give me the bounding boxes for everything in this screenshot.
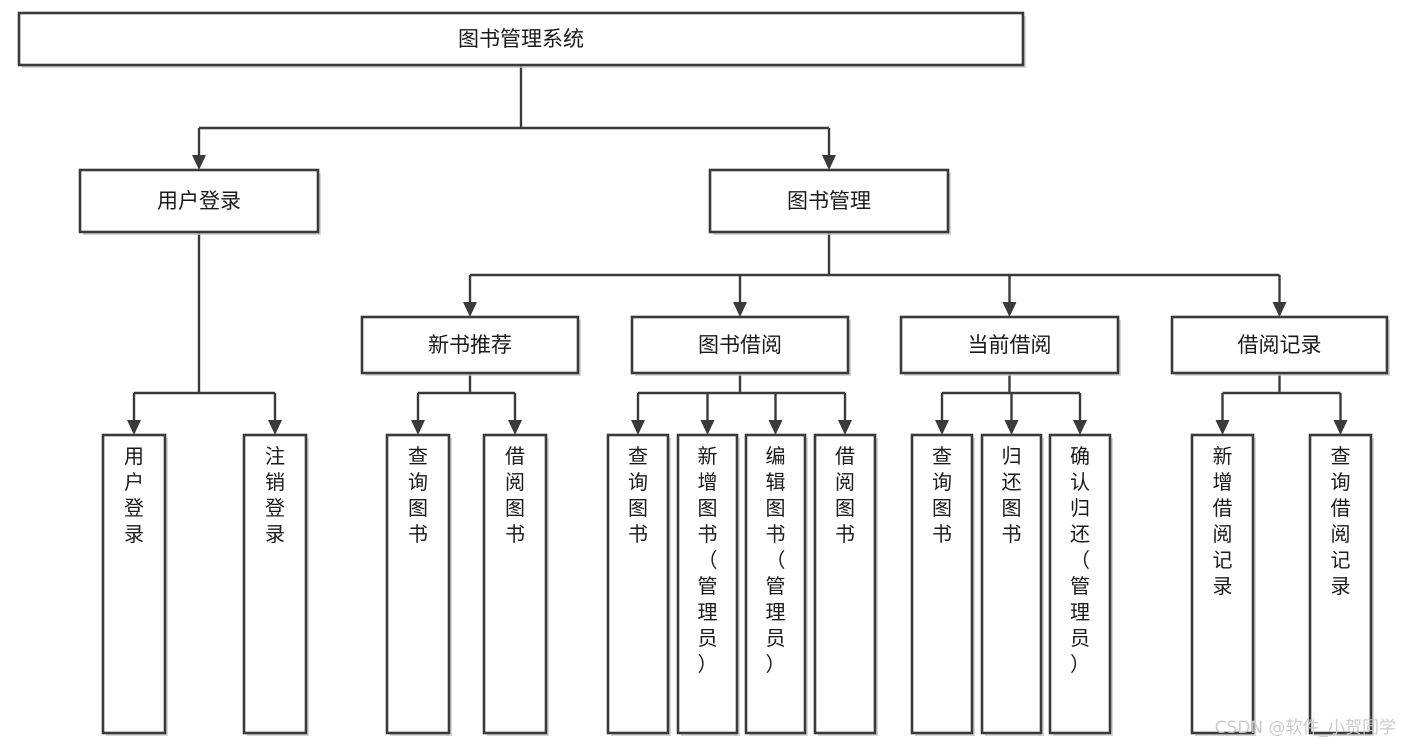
node-user-login[interactable]: 用户登录	[78, 168, 321, 235]
arrow-head-icon	[1215, 420, 1230, 435]
arrow-head-icon	[192, 155, 206, 170]
node-new-book-recommend[interactable]: 新书推荐	[360, 315, 581, 376]
node-label: 图书借阅	[698, 333, 782, 357]
node-label: 借阅图书	[505, 444, 525, 546]
node-label: 查询借阅记录	[1331, 444, 1351, 598]
node-leaf-edit-book-admin[interactable]: 编辑图书（管理员）	[744, 433, 808, 736]
arrow-head-icon	[411, 420, 425, 435]
node-box[interactable]	[242, 433, 308, 735]
arrow-head-icon	[268, 420, 282, 435]
node-label: 用户登录	[157, 189, 241, 213]
arrow-head-icon	[1002, 302, 1017, 317]
arrow-head-icon	[700, 420, 715, 435]
node-box[interactable]	[1308, 433, 1373, 735]
node-box[interactable]	[744, 433, 807, 735]
node-label: 归还图书	[1002, 444, 1022, 546]
connector-group-new-book-recommend	[411, 373, 522, 435]
connector-group-book-management	[463, 232, 1287, 317]
node-current-borrow[interactable]: 当前借阅	[899, 315, 1121, 376]
node-box[interactable]	[360, 315, 580, 375]
node-label: 当前借阅	[968, 333, 1052, 357]
node-book-borrow[interactable]: 图书借阅	[630, 315, 851, 376]
arrow-head-icon	[822, 155, 836, 170]
node-box[interactable]	[910, 433, 974, 735]
node-box[interactable]	[482, 433, 548, 735]
arrow-head-icon	[838, 420, 852, 435]
arrow-head-icon	[508, 420, 522, 435]
node-label: 编辑图书（管理员）	[766, 444, 786, 676]
node-box[interactable]	[385, 433, 451, 735]
node-root[interactable]: 图书管理系统	[17, 11, 1026, 68]
node-leaf-add-borrow-record[interactable]: 新增借阅记录	[1190, 433, 1256, 736]
connector-layer	[127, 65, 1348, 435]
connector-group-user-login	[127, 232, 282, 435]
arrow-head-icon	[631, 420, 645, 435]
node-box[interactable]	[813, 433, 877, 735]
node-label: 借阅图书	[835, 444, 855, 546]
arrow-head-icon	[463, 302, 477, 317]
node-leaf-return-book[interactable]: 归还图书	[980, 433, 1044, 736]
node-box[interactable]	[980, 433, 1043, 735]
node-box[interactable]	[1170, 315, 1389, 375]
arrow-head-icon	[1272, 302, 1287, 317]
node-label: 查询图书	[932, 444, 952, 546]
node-box[interactable]	[606, 433, 670, 735]
arrow-head-icon	[768, 420, 783, 435]
node-label: 查询图书	[628, 444, 648, 546]
connector-group-current-borrow	[935, 373, 1087, 435]
node-box[interactable]	[708, 168, 950, 234]
node-label: 确认归还（管理员）	[1070, 444, 1090, 676]
node-leaf-borrow-book-recommend[interactable]: 借阅图书	[482, 433, 549, 736]
node-box[interactable]	[1190, 433, 1255, 735]
node-box[interactable]	[78, 168, 320, 234]
node-box[interactable]	[1048, 433, 1112, 735]
node-label: 查询图书	[408, 444, 428, 546]
node-book-management[interactable]: 图书管理	[708, 168, 951, 235]
arrow-head-icon	[127, 420, 141, 435]
node-leaf-query-book-borrow[interactable]: 查询图书	[606, 433, 671, 736]
node-label: 新书推荐	[428, 333, 512, 357]
node-label: 图书管理系统	[458, 27, 584, 51]
node-borrow-record[interactable]: 借阅记录	[1170, 315, 1390, 376]
node-box[interactable]	[630, 315, 850, 375]
node-leaf-confirm-return-admin[interactable]: 确认归还（管理员）	[1048, 433, 1113, 736]
node-leaf-borrow-book[interactable]: 借阅图书	[813, 433, 878, 736]
node-layer: 图书管理系统用户登录图书管理新书推荐图书借阅当前借阅借阅记录用户登录注销登录查询…	[17, 11, 1390, 736]
node-box[interactable]	[17, 11, 1025, 67]
node-leaf-logout[interactable]: 注销登录	[242, 433, 309, 736]
node-leaf-query-book-recommend[interactable]: 查询图书	[385, 433, 452, 736]
csdn-watermark: CSDN @软件_小贺同学	[1215, 718, 1396, 738]
node-label: 借阅记录	[1238, 333, 1322, 357]
node-leaf-user-login[interactable]: 用户登录	[101, 433, 168, 736]
node-label: 用户登录	[124, 444, 144, 546]
node-leaf-query-borrow-record[interactable]: 查询借阅记录	[1308, 433, 1374, 736]
arrow-head-icon	[1333, 420, 1348, 435]
node-label: 新增图书（管理员）	[698, 444, 718, 676]
arrow-head-icon	[1073, 420, 1087, 435]
node-leaf-add-book-admin[interactable]: 新增图书（管理员）	[676, 433, 740, 736]
node-label: 图书管理	[787, 189, 871, 213]
arrow-head-icon	[1004, 420, 1019, 435]
arrow-head-icon	[935, 420, 949, 435]
arrow-head-icon	[733, 302, 747, 317]
connector-group-root	[192, 65, 836, 170]
node-box[interactable]	[676, 433, 739, 735]
node-box[interactable]	[101, 433, 167, 735]
connector-group-borrow-record	[1215, 373, 1348, 435]
node-label: 注销登录	[265, 444, 285, 546]
node-leaf-query-book-current[interactable]: 查询图书	[910, 433, 975, 736]
node-box[interactable]	[899, 315, 1120, 375]
node-label: 新增借阅记录	[1213, 444, 1233, 598]
connector-group-book-borrow	[631, 373, 852, 435]
